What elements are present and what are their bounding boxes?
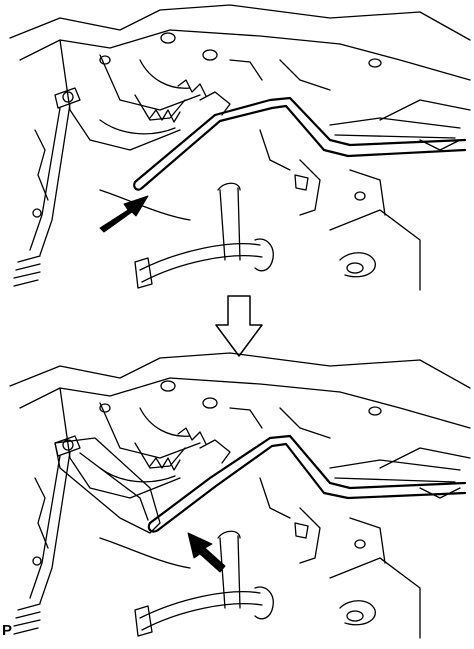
lever-tool-levered (147, 434, 467, 533)
push-arrow-2 (187, 532, 226, 573)
push-arrow (99, 195, 149, 233)
lever-tool (133, 96, 467, 191)
panel-after (9, 352, 471, 639)
panel-before (9, 4, 471, 291)
figure-code: P (2, 622, 13, 639)
down-arrow-icon (215, 295, 263, 357)
